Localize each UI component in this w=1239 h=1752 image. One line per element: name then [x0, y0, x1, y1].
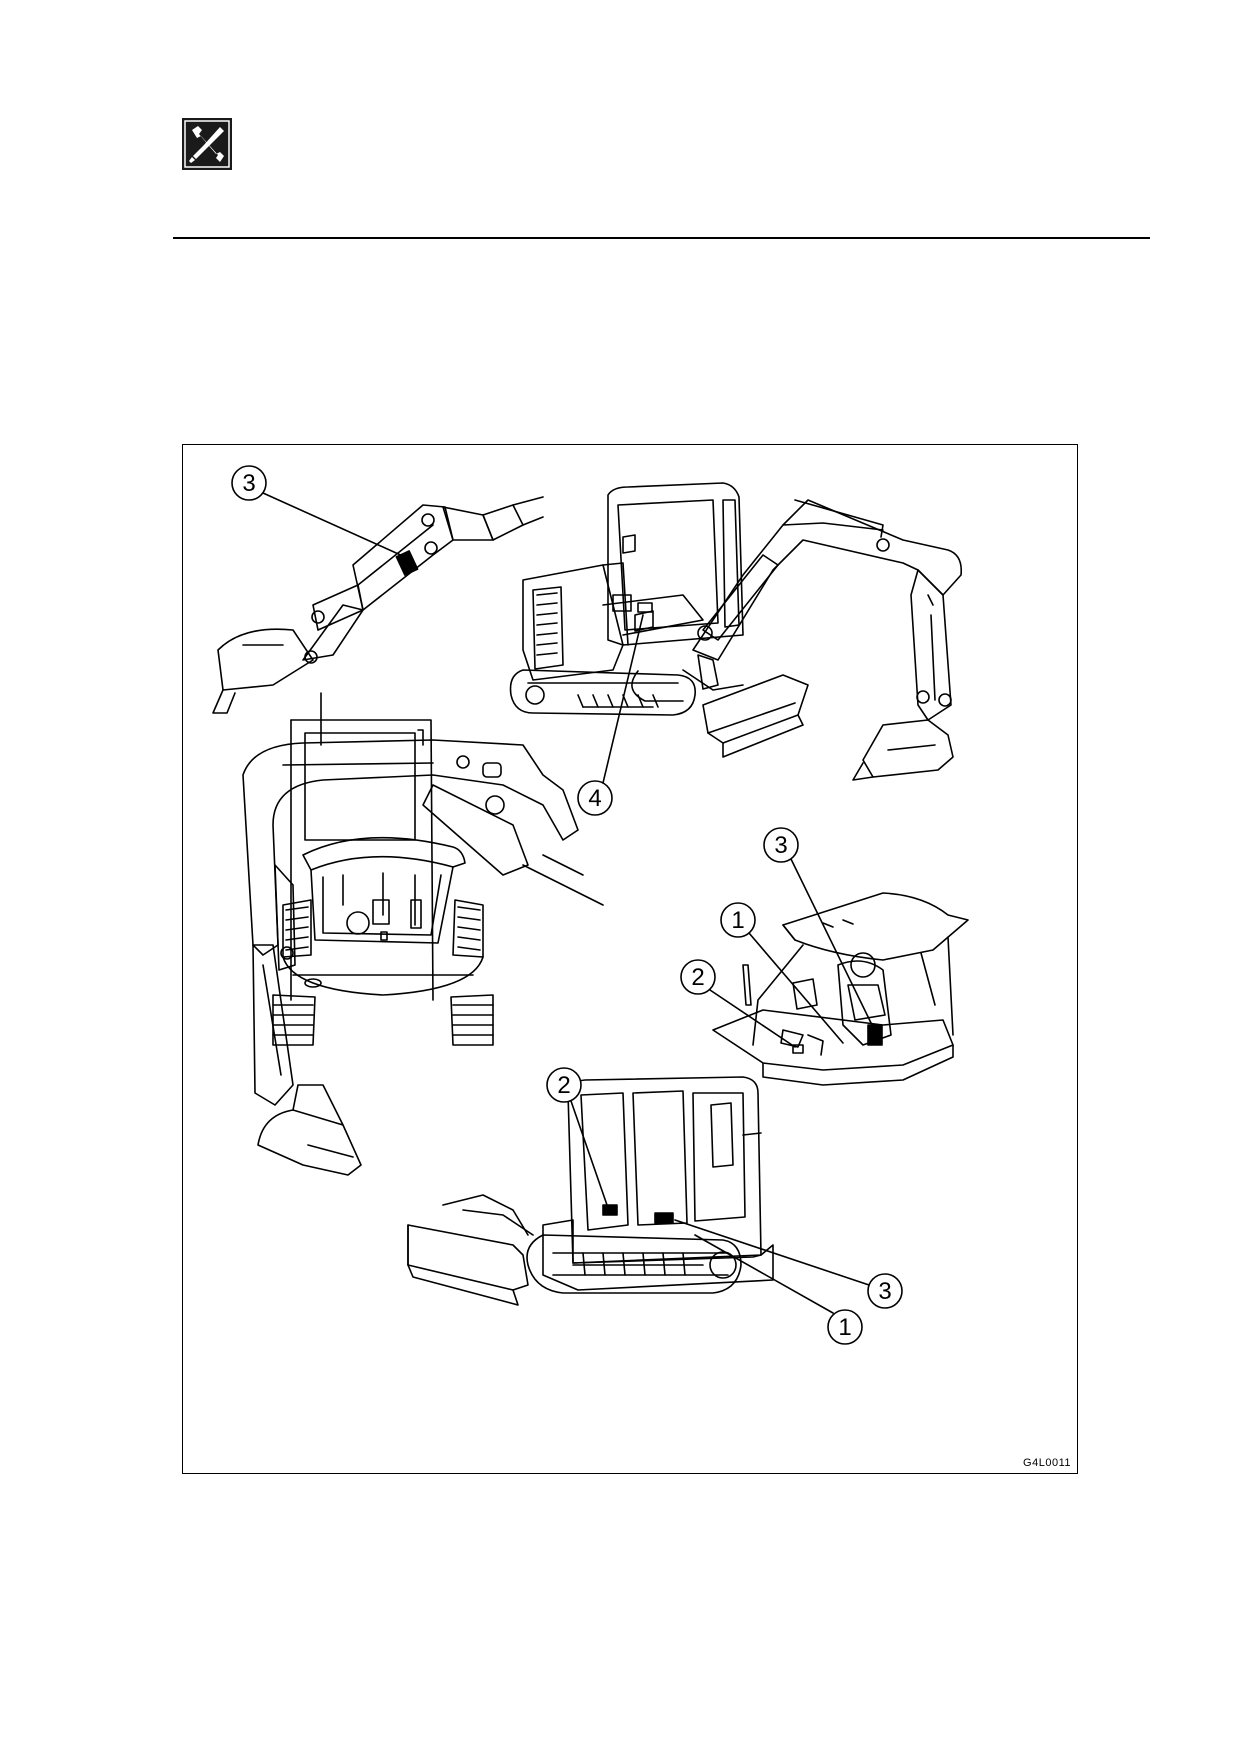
svg-text:1: 1 — [838, 1314, 851, 1341]
svg-text:4: 4 — [588, 785, 601, 812]
cab-excavator-drawing — [509, 482, 963, 781]
cab-door-decal-marker — [654, 1212, 674, 1224]
callout-cab-door-3: 3 — [674, 1219, 903, 1309]
callout-canopy-2: 2 — [680, 959, 796, 1048]
svg-text:1: 1 — [731, 907, 744, 934]
callout-canopy-3: 3 — [763, 827, 874, 1028]
callout-cab-window-2: 2 — [546, 1067, 608, 1206]
callout-cab-door-1: 1 — [694, 1234, 863, 1345]
rear-view-drawing — [272, 692, 494, 1046]
boom-arm-detail-drawing — [212, 496, 544, 714]
canopy-floor-decal-marker — [792, 1044, 804, 1054]
cab-window-decal-marker — [602, 1204, 618, 1216]
canopy-station-drawing — [712, 892, 969, 1086]
callout-cab-step-4: 4 — [577, 614, 644, 816]
figure-code: G4L0011 — [1023, 1457, 1071, 1469]
svg-text:2: 2 — [691, 964, 704, 991]
svg-text:2: 2 — [557, 1072, 570, 1099]
callout-canopy-1: 1 — [720, 902, 844, 1044]
header-rule — [173, 237, 1150, 239]
callout-boom-3: 3 — [231, 465, 406, 558]
cab-excavator-side-drawing — [242, 739, 774, 1306]
maintenance-tools-icon — [182, 118, 232, 170]
canopy-decal-marker — [867, 1024, 883, 1046]
svg-text:3: 3 — [242, 470, 255, 497]
svg-text:3: 3 — [774, 832, 787, 859]
boom-decal-marker — [395, 550, 419, 576]
decal-location-figure: 3 4 3 1 2 2 3 — [182, 444, 1078, 1474]
svg-text:3: 3 — [878, 1278, 891, 1305]
cab-step-decal-marker — [637, 602, 653, 613]
